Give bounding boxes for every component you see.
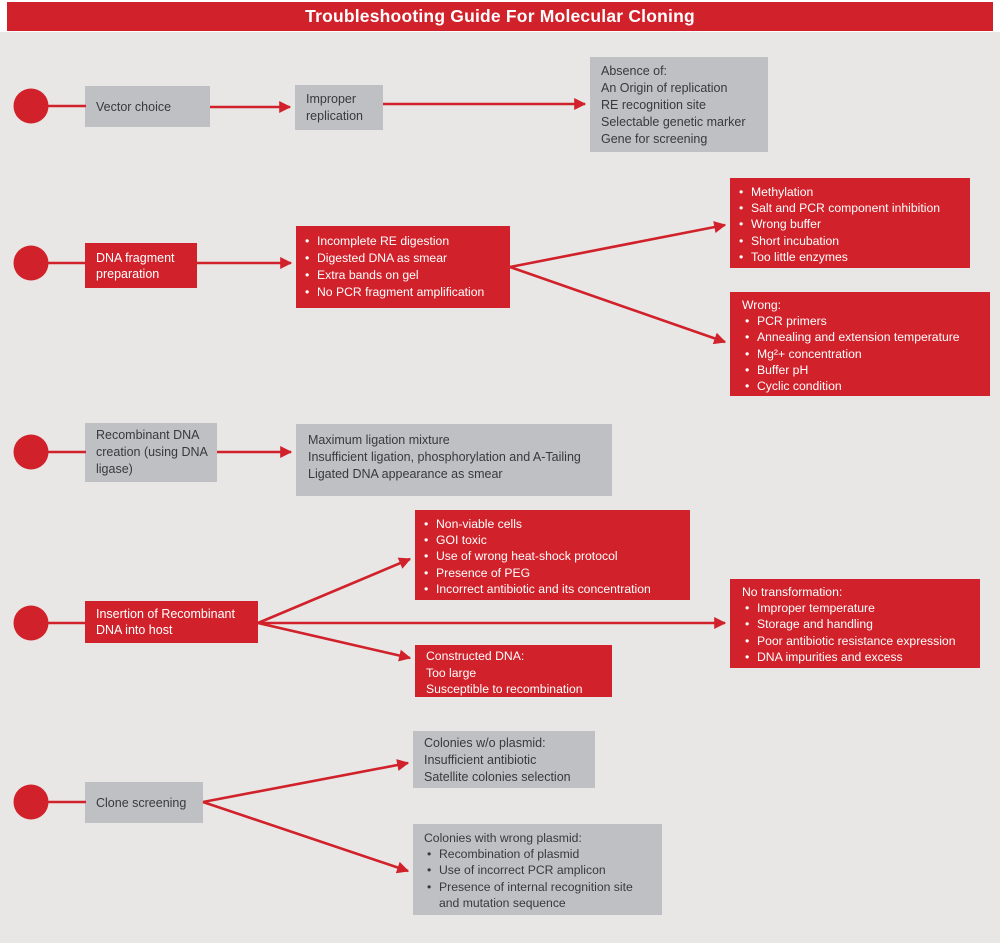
causes-pcr-wrong-parameters: Wrong: PCR primers Annealing and extensi… — [730, 292, 990, 396]
box-line: Gene for screening — [601, 132, 708, 146]
stage-label: Recombinant DNA creation (using DNA liga… — [96, 428, 208, 476]
box-line: Insufficient antibiotic — [424, 753, 537, 767]
bullet-item: Short incubation — [736, 233, 964, 249]
bullet-item: Methylation — [736, 184, 964, 200]
bullet-item: Presence of internal recognition site an… — [424, 879, 651, 911]
symptom-improper-replication: Improper replication — [295, 85, 383, 130]
bullet-item: Annealing and extension temperature — [742, 329, 978, 345]
bullet-item: Buffer pH — [742, 362, 978, 378]
stage-recombinant-dna-creation: Recombinant DNA creation (using DNA liga… — [85, 423, 217, 482]
symptoms-ligation: Maximum ligation mixture Insufficient li… — [296, 424, 612, 496]
symptom-label: Improper replication — [306, 91, 363, 123]
bullet-item: Use of incorrect PCR amplicon — [424, 862, 651, 878]
bullet-item: Recombination of plasmid — [424, 846, 651, 862]
stage-label: Vector choice — [96, 99, 172, 114]
bullet-item: Non-viable cells — [421, 516, 684, 532]
result-vector-absence: Absence of: An Origin of replication RE … — [590, 57, 768, 152]
bullet-item: Cyclic condition — [742, 378, 978, 394]
bullet-item: Salt and PCR component inhibition — [736, 200, 964, 216]
causes-constructed-dna: Constructed DNA: Too large Susceptible t… — [415, 645, 612, 697]
stage-dna-fragment-preparation: DNA fragment preparation — [85, 243, 197, 288]
bullet-item: Too little enzymes — [736, 249, 964, 265]
stage-label: Clone screening — [96, 795, 187, 810]
box-heading: Absence of: — [601, 64, 668, 78]
result-colonies-without-plasmid: Colonies w/o plasmid: Insufficient antib… — [413, 731, 595, 788]
stage-clone-screening: Clone screening — [85, 782, 203, 823]
bullet-item: Presence of PEG — [421, 565, 684, 581]
box-line: Maximum ligation mixture — [308, 433, 450, 447]
result-colonies-wrong-plasmid: Colonies with wrong plasmid: Recombinati… — [413, 824, 662, 915]
bullet-item: Digested DNA as smear — [302, 250, 504, 267]
bullet-item: Improper temperature — [742, 600, 968, 616]
result-no-transformation: No transformation: Improper temperature … — [730, 579, 980, 668]
box-line: Satellite colonies selection — [424, 770, 571, 784]
bullet-item: Poor antibiotic resistance expression — [742, 633, 968, 649]
box-heading: Constructed DNA: — [426, 649, 525, 663]
box-heading: No transformation: — [742, 585, 843, 599]
box-heading: Colonies with wrong plasmid: — [424, 831, 582, 845]
causes-transformation-cells: Non-viable cells GOI toxic Use of wrong … — [415, 510, 690, 600]
box-line: Too large — [426, 665, 477, 680]
bullet-item: Incorrect antibiotic and its concentrati… — [421, 581, 684, 597]
bullet-item: PCR primers — [742, 313, 978, 329]
box-line: Ligated DNA appearance as smear — [308, 467, 503, 481]
bullet-item: No PCR fragment amplification — [302, 284, 504, 301]
stage-insertion-into-host: Insertion of Recombinant DNA into host — [85, 601, 258, 643]
bullet-item: Extra bands on gel — [302, 267, 504, 284]
bullet-item: DNA impurities and excess — [742, 649, 968, 665]
box-line: Selectable genetic marker — [601, 115, 746, 129]
stage-label: Insertion of Recombinant DNA into host — [96, 607, 235, 637]
bullet-item: Mg²+ concentration — [742, 346, 978, 362]
bullet-item: Incomplete RE digestion — [302, 233, 504, 250]
stage-label: DNA fragment preparation — [96, 250, 175, 281]
box-line: Susceptible to recombination — [426, 682, 583, 696]
box-line: An Origin of replication — [601, 81, 728, 95]
stage-vector-choice: Vector choice — [85, 86, 210, 127]
causes-digestion-problems: Methylation Salt and PCR component inhib… — [730, 178, 970, 268]
box-line: RE recognition site — [601, 98, 706, 112]
box-heading: Wrong: — [742, 298, 782, 312]
bullet-item: Storage and handling — [742, 616, 968, 632]
bullet-item: Use of wrong heat-shock protocol — [421, 548, 684, 564]
bullet-item: GOI toxic — [421, 532, 684, 548]
box-line: Insufficient ligation, phosphorylation a… — [308, 450, 581, 464]
bullet-item: Wrong buffer — [736, 216, 964, 232]
box-heading: Colonies w/o plasmid: — [424, 736, 546, 750]
symptoms-re-digestion: Incomplete RE digestion Digested DNA as … — [296, 226, 510, 308]
page-title: Troubleshooting Guide For Molecular Clon… — [7, 2, 993, 31]
